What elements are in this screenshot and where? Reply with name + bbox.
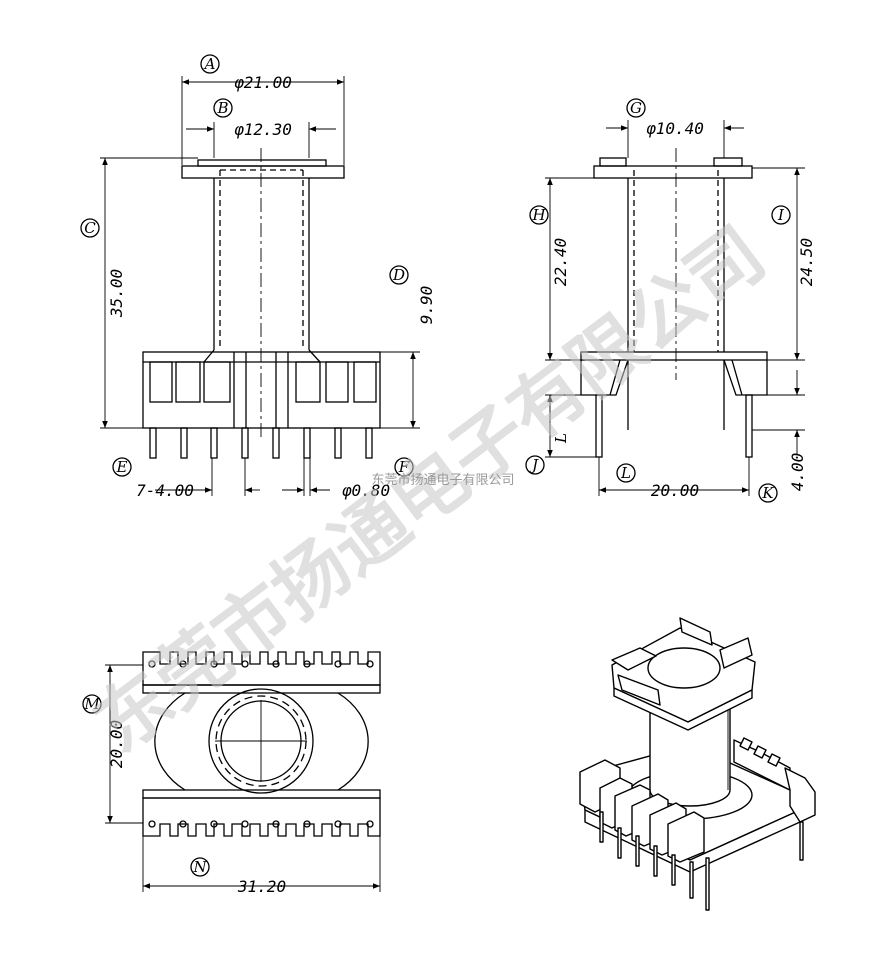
label-N: N (192, 858, 207, 876)
label-L: L (620, 464, 631, 482)
front-view (80, 54, 420, 496)
dim-L: 20.00 (651, 481, 699, 500)
isometric-view (579, 617, 816, 911)
watermark-small-text: 东莞市扬通电子有限公司 (371, 472, 514, 488)
label-K: K (761, 484, 774, 502)
label-A: A (203, 55, 216, 73)
dim-C: 35.00 (107, 269, 126, 318)
label-F: F (398, 458, 410, 476)
dim-M: 20.00 (107, 720, 126, 768)
label-D: D (392, 266, 405, 284)
dim-B: φ12.30 (234, 120, 292, 139)
dim-K: 4.00 (788, 453, 807, 492)
dim-G: φ10.40 (646, 119, 704, 138)
top-view (82, 651, 381, 892)
side-view (525, 98, 805, 503)
top-view-labels: M 20.00 N 31.20 (83, 695, 286, 896)
front-view-labels: A φ21.00 B φ12.30 C 35.00 D 9.90 E 7-4.0… (84, 55, 436, 500)
dim-I: 24.50 (797, 238, 816, 286)
label-H: H (531, 206, 546, 224)
side-view-labels: G φ10.40 H 22.40 I 24.50 L J L 20.00 K 4… (529, 99, 816, 502)
label-L-small: L (552, 433, 570, 444)
dim-D: 9.90 (417, 286, 436, 325)
label-J: J (529, 456, 539, 474)
label-M: M (83, 695, 100, 713)
label-G: G (630, 99, 642, 117)
label-C: C (84, 219, 96, 237)
dim-N: 31.20 (237, 877, 286, 896)
label-E: E (116, 458, 128, 476)
dim-E: 7-4.00 (136, 481, 194, 500)
label-B: B (216, 99, 228, 117)
label-I: I (777, 206, 785, 224)
dim-A: φ21.00 (234, 73, 292, 92)
dim-H: 22.40 (551, 238, 570, 286)
dim-F: φ0.80 (342, 481, 390, 500)
